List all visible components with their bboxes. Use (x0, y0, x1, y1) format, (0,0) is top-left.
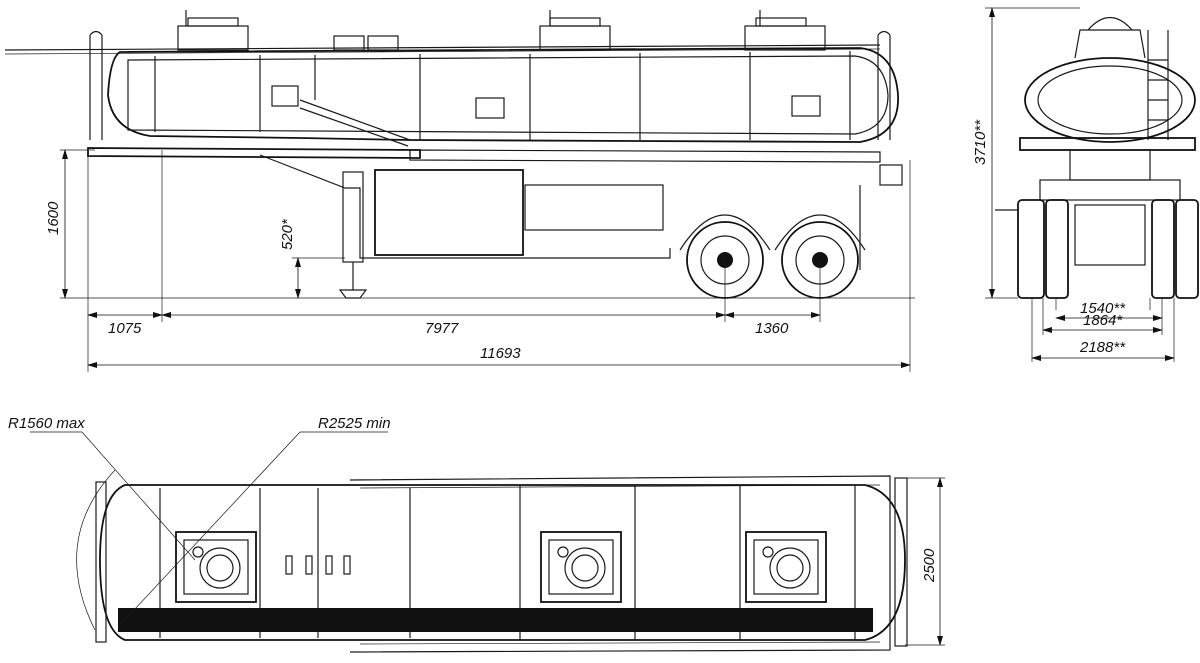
dim-1600: 1600 (45, 201, 62, 235)
dim-520: 520* (279, 218, 296, 250)
dim-r1560: R1560 max (8, 415, 85, 432)
manholes (175, 531, 827, 603)
dim-2500: 2500 (921, 548, 938, 583)
rear-view: 3710** 1540** 1864* 2188** (972, 7, 1199, 362)
dim-1360: 1360 (755, 320, 789, 337)
side-wheels (679, 214, 866, 299)
top-view: R1560 max R2525 min 2500 (8, 415, 945, 653)
dim-1540: 1540** (1080, 300, 1126, 317)
dim-2188: 2188** (1079, 339, 1126, 356)
dim-1864: 1864* (1083, 312, 1123, 329)
dim-3710: 3710** (972, 119, 989, 165)
side-view: 1600 520* 1075 7977 1360 11693 (4, 10, 915, 372)
side-strip (118, 608, 873, 632)
dim-1075: 1075 (108, 320, 142, 337)
dim-r2525: R2525 min (318, 415, 391, 432)
dim-7977: 7977 (425, 320, 459, 337)
dim-11693: 11693 (480, 345, 521, 362)
